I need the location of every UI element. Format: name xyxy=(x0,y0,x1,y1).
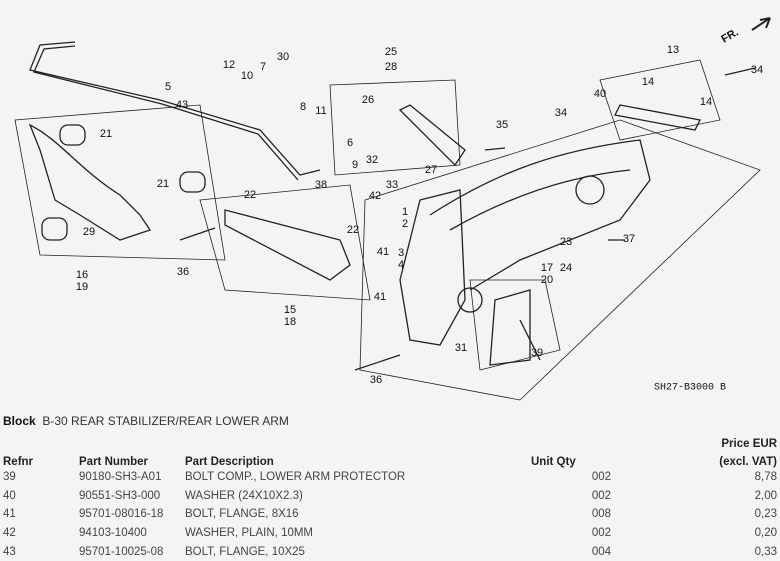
description-header: Part Description xyxy=(185,456,274,468)
block-label: Block xyxy=(3,414,36,428)
part-number-cell: 90180-SH3-A01 xyxy=(79,471,162,484)
refnr-cell: 43 xyxy=(3,545,16,558)
refnr-cell: 42 xyxy=(3,527,16,540)
price-cell: 0,33 xyxy=(754,545,777,558)
callout[interactable]: 20 xyxy=(540,274,554,286)
callout[interactable]: 35 xyxy=(495,119,509,131)
callout[interactable]: 1 xyxy=(401,206,409,218)
callout[interactable]: 10 xyxy=(240,70,254,82)
callout[interactable]: 36 xyxy=(369,374,383,386)
callout[interactable]: 13 xyxy=(666,44,680,56)
callout[interactable]: 3 xyxy=(397,247,405,259)
callout[interactable]: 36 xyxy=(176,266,190,278)
description-cell: WASHER, PLAIN, 10MM xyxy=(185,527,314,540)
callout[interactable]: 5 xyxy=(164,81,172,93)
description-cell: BOLT, FLANGE, 8X16 xyxy=(185,508,299,521)
callout[interactable]: 43 xyxy=(175,99,189,111)
callout[interactable]: 15 xyxy=(283,304,297,316)
callout[interactable]: 23 xyxy=(559,236,573,248)
callout[interactable]: 16 xyxy=(75,269,89,281)
callout[interactable]: 19 xyxy=(75,281,89,293)
callout[interactable]: 38 xyxy=(314,179,328,191)
description-cell: WASHER (24X10X2.3) xyxy=(185,489,303,502)
price-cell: 0,23 xyxy=(754,508,777,521)
part-number-cell: 95701-08016-18 xyxy=(79,508,164,521)
callout[interactable]: 24 xyxy=(559,262,573,274)
qty-header: Unit Qty xyxy=(531,456,576,468)
table-row[interactable]: 41 95701-08016-18 BOLT, FLANGE, 8X16 008 0,2… xyxy=(0,505,780,524)
qty-cell: 008 xyxy=(591,508,611,521)
table-header-row: Refnr Part Number Part Description Unit … xyxy=(0,450,780,468)
price-header-line2: (excl. VAT) xyxy=(719,456,777,468)
table-row[interactable]: 40 90551-SH3-000 WASHER (24X10X2.3) 002 2,00 xyxy=(0,487,780,506)
callout[interactable]: 6 xyxy=(346,137,354,149)
callout[interactable]: 22 xyxy=(346,224,360,236)
block-title: B-30 REAR STABILIZER/REAR LOWER ARM xyxy=(42,414,289,428)
callout[interactable]: 40 xyxy=(593,88,607,100)
callout[interactable]: 33 xyxy=(385,179,399,191)
refnr-cell: 40 xyxy=(3,489,16,502)
callout[interactable]: 8 xyxy=(299,101,307,113)
qty-cell: 002 xyxy=(591,489,611,502)
callout[interactable]: 27 xyxy=(424,164,438,176)
callout[interactable]: 25 xyxy=(384,46,398,58)
parts-diagram: FR. SH27-B3000 B 30 12 7 10 43 5 8 11 25… xyxy=(14,17,771,401)
callout[interactable]: 37 xyxy=(622,233,636,245)
callout[interactable]: 21 xyxy=(99,128,113,140)
table-row[interactable]: 39 90180-SH3-A01 BOLT COMP., LOWER ARM PRO… xyxy=(0,468,780,487)
callout[interactable]: 31 xyxy=(454,342,468,354)
qty-cell: 002 xyxy=(591,527,611,540)
callout[interactable]: 4 xyxy=(397,259,405,271)
callout[interactable]: 21 xyxy=(156,178,170,190)
callout[interactable]: 34 xyxy=(554,107,568,119)
price-cell: 0,20 xyxy=(754,527,777,540)
diagram-code: SH27-B3000 B xyxy=(653,382,727,394)
table-row[interactable]: 43 95701-10025-08 BOLT, FLANGE, 10X25 004 0,… xyxy=(0,542,780,561)
callout[interactable]: 22 xyxy=(243,189,257,201)
callout[interactable]: 14 xyxy=(699,96,713,108)
callout[interactable]: 14 xyxy=(641,76,655,88)
part-number-cell: 90551-SH3-000 xyxy=(79,489,161,502)
part-number-cell: 95701-10025-08 xyxy=(79,545,164,558)
callout[interactable]: 18 xyxy=(283,316,297,328)
callout[interactable]: 32 xyxy=(365,154,379,166)
callout[interactable]: 7 xyxy=(259,61,267,73)
callout[interactable]: 9 xyxy=(351,159,359,171)
callout[interactable]: 2 xyxy=(401,218,409,230)
qty-cell: 004 xyxy=(591,545,611,558)
table-header-price-row: Price EUR xyxy=(0,432,780,450)
refnr-cell: 41 xyxy=(3,508,16,521)
callout[interactable]: 29 xyxy=(82,226,96,238)
callout[interactable]: 26 xyxy=(361,94,375,106)
callout[interactable]: 34 xyxy=(750,64,764,76)
callout[interactable]: 30 xyxy=(276,51,290,63)
exploded-view-drawing xyxy=(14,17,771,401)
table-row[interactable]: 42 94103-10400 WASHER, PLAIN, 10MM 002 0,20 xyxy=(0,524,780,543)
callout[interactable]: 39 xyxy=(530,347,544,359)
callout[interactable]: 28 xyxy=(384,61,398,73)
price-cell: 2,00 xyxy=(754,489,777,502)
callout[interactable]: 11 xyxy=(315,105,327,117)
part-number-cell: 94103-10400 xyxy=(79,527,147,540)
parts-table: Price EUR Refnr Part Number Part Descrip… xyxy=(0,432,780,561)
description-cell: BOLT, FLANGE, 10X25 xyxy=(185,545,305,558)
callout[interactable]: 41 xyxy=(376,246,390,258)
price-header-line1: Price EUR xyxy=(721,438,777,450)
refnr-header: Refnr xyxy=(3,456,34,468)
callout[interactable]: 42 xyxy=(368,190,382,202)
qty-cell: 002 xyxy=(591,471,611,484)
description-cell: BOLT COMP., LOWER ARM PROTECTOR xyxy=(185,471,406,484)
refnr-cell: 39 xyxy=(3,471,16,484)
callout[interactable]: 17 xyxy=(540,262,554,274)
callout[interactable]: 41 xyxy=(373,291,387,303)
block-heading: Block B-30 REAR STABILIZER/REAR LOWER AR… xyxy=(3,414,289,428)
price-cell: 8,78 xyxy=(754,471,777,484)
callout[interactable]: 12 xyxy=(222,59,236,71)
part-number-header: Part Number xyxy=(79,456,149,468)
